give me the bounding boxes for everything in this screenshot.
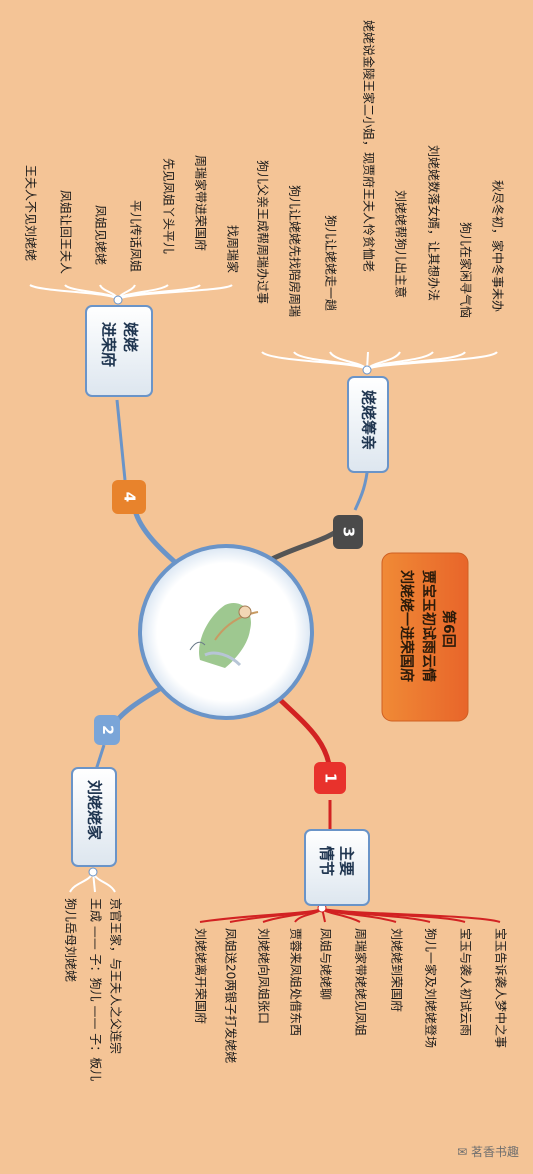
portrait-image	[175, 595, 275, 675]
branch-3-item: 狗儿让姥姥走一趟	[324, 215, 339, 311]
branch-2-collapse-dot[interactable]	[88, 867, 98, 877]
badge-1[interactable]: 1	[314, 762, 346, 794]
branch-3-item: 刘姥姥数落女婿，让其想办法	[427, 145, 442, 301]
branch-1-item: 凤姐送20两银子打发姥姥	[224, 928, 239, 1063]
branch-4-collapse-dot[interactable]	[113, 295, 123, 305]
item-texts: 宝玉告诉袭人梦中之事 宝玉与袭人初试云雨 狗儿一家及刘姥姥登场 刘姥姥到荣国府 周瑞家带…	[24, 20, 509, 1081]
chapter-title-box	[381, 552, 469, 722]
connector-4b	[115, 399, 127, 481]
branch-4-item: 先见凤姐丫头平儿	[162, 158, 176, 254]
branch-3-item: 刘姥姥帮狗儿出主意	[394, 190, 409, 298]
branch-4-item: 王夫人不见刘姥姥	[24, 165, 39, 261]
branch-1-item: 狗儿一家及刘姥姥登场	[424, 928, 439, 1048]
branch-3-fan	[261, 351, 498, 371]
branch-3-item: 秋尽冬初，家中冬事未办	[491, 180, 506, 312]
branch-1-item: 凤姐与姥姥聊	[319, 928, 334, 1000]
branch-4-fan	[29, 284, 233, 301]
topic-1-title-line2: 情节	[318, 846, 336, 876]
branch-4-item: 凤姐见姥姥	[94, 205, 109, 265]
topic-box-2[interactable]	[71, 767, 117, 867]
branch-1-item: 刘姥姥到荣国府	[390, 928, 405, 1012]
branch-1-item: 周瑞家带姥姥见凤姐	[354, 928, 369, 1036]
branch-1-item: 刘姥姥向凤姐张口	[257, 928, 272, 1024]
chapter-title-line-2: 刘姥姥一进荣国府	[398, 570, 415, 682]
connector-2b	[94, 744, 106, 771]
branch-2-item: 王成 —— 子：狗儿 —— 子：板儿	[89, 898, 103, 1081]
chapter-number: 第6回	[440, 610, 457, 648]
branch-3-item: 狗儿在家闲寻气恼	[459, 222, 474, 318]
branch-1-fan	[199, 907, 501, 923]
badge-1-number: 1	[322, 773, 340, 783]
branch-1-item: 宝玉与袭人初试云雨	[459, 928, 474, 1036]
branch-4-item: 找周瑞家	[226, 225, 241, 273]
branch-2-item: 狗儿岳母刘姥姥	[64, 898, 79, 982]
badge-4[interactable]: 4	[112, 480, 146, 514]
wechat-icon: ✉	[457, 1145, 468, 1159]
branch-3-collapse-dot[interactable]	[362, 365, 372, 375]
topic-2-title: 刘姥姥家	[86, 780, 104, 840]
badge-2-number: 2	[99, 725, 115, 735]
branch-1-item: 宝玉告诉袭人梦中之事	[494, 928, 509, 1048]
branch-4-item: 凤姐让回王夫人	[59, 190, 73, 274]
topic-3-title: 姥姥筹亲	[360, 390, 378, 450]
badge-3[interactable]: 3	[333, 515, 363, 549]
branch-1-item: 刘姥姥离开荣国府	[194, 928, 209, 1024]
branch-2-item: 京官王家，与王夫人之父连宗	[109, 898, 124, 1054]
center-node[interactable]	[138, 544, 314, 720]
badge-4-number: 4	[121, 492, 139, 502]
branch-4-item: 周瑞家带进荣国府	[194, 155, 209, 251]
topic-4-title-line2: 进荣府	[100, 322, 118, 367]
branch-3-item: 狗儿父亲王成帮周瑞办过事	[256, 160, 271, 304]
branch-1-item: 贾蓉来凤姐处借东西	[289, 928, 303, 1036]
topic-box-1[interactable]	[304, 829, 370, 906]
badge-3-number: 3	[340, 527, 358, 537]
badge-2[interactable]: 2	[94, 715, 120, 745]
chapter-title-line-1: 贾宝玉初试雨云情	[420, 570, 437, 682]
topic-1-title-line1: 主要	[338, 846, 356, 876]
topic-4-title-line1: 姥姥	[122, 322, 140, 352]
topic-box-3[interactable]	[347, 376, 389, 473]
watermark: ✉ 茗香书趣	[457, 1143, 519, 1160]
topic-box-4[interactable]	[85, 305, 153, 397]
branch-3-item: 狗儿让姥姥先找陪房周瑞	[288, 185, 303, 317]
watermark-text: 茗香书趣	[470, 1145, 519, 1159]
branch-4-item: 平儿传话凤姐	[129, 200, 144, 272]
branch-3-item: 姥姥说金陵王家二小姐，现贾府王夫人怜贫恤老	[362, 20, 377, 272]
